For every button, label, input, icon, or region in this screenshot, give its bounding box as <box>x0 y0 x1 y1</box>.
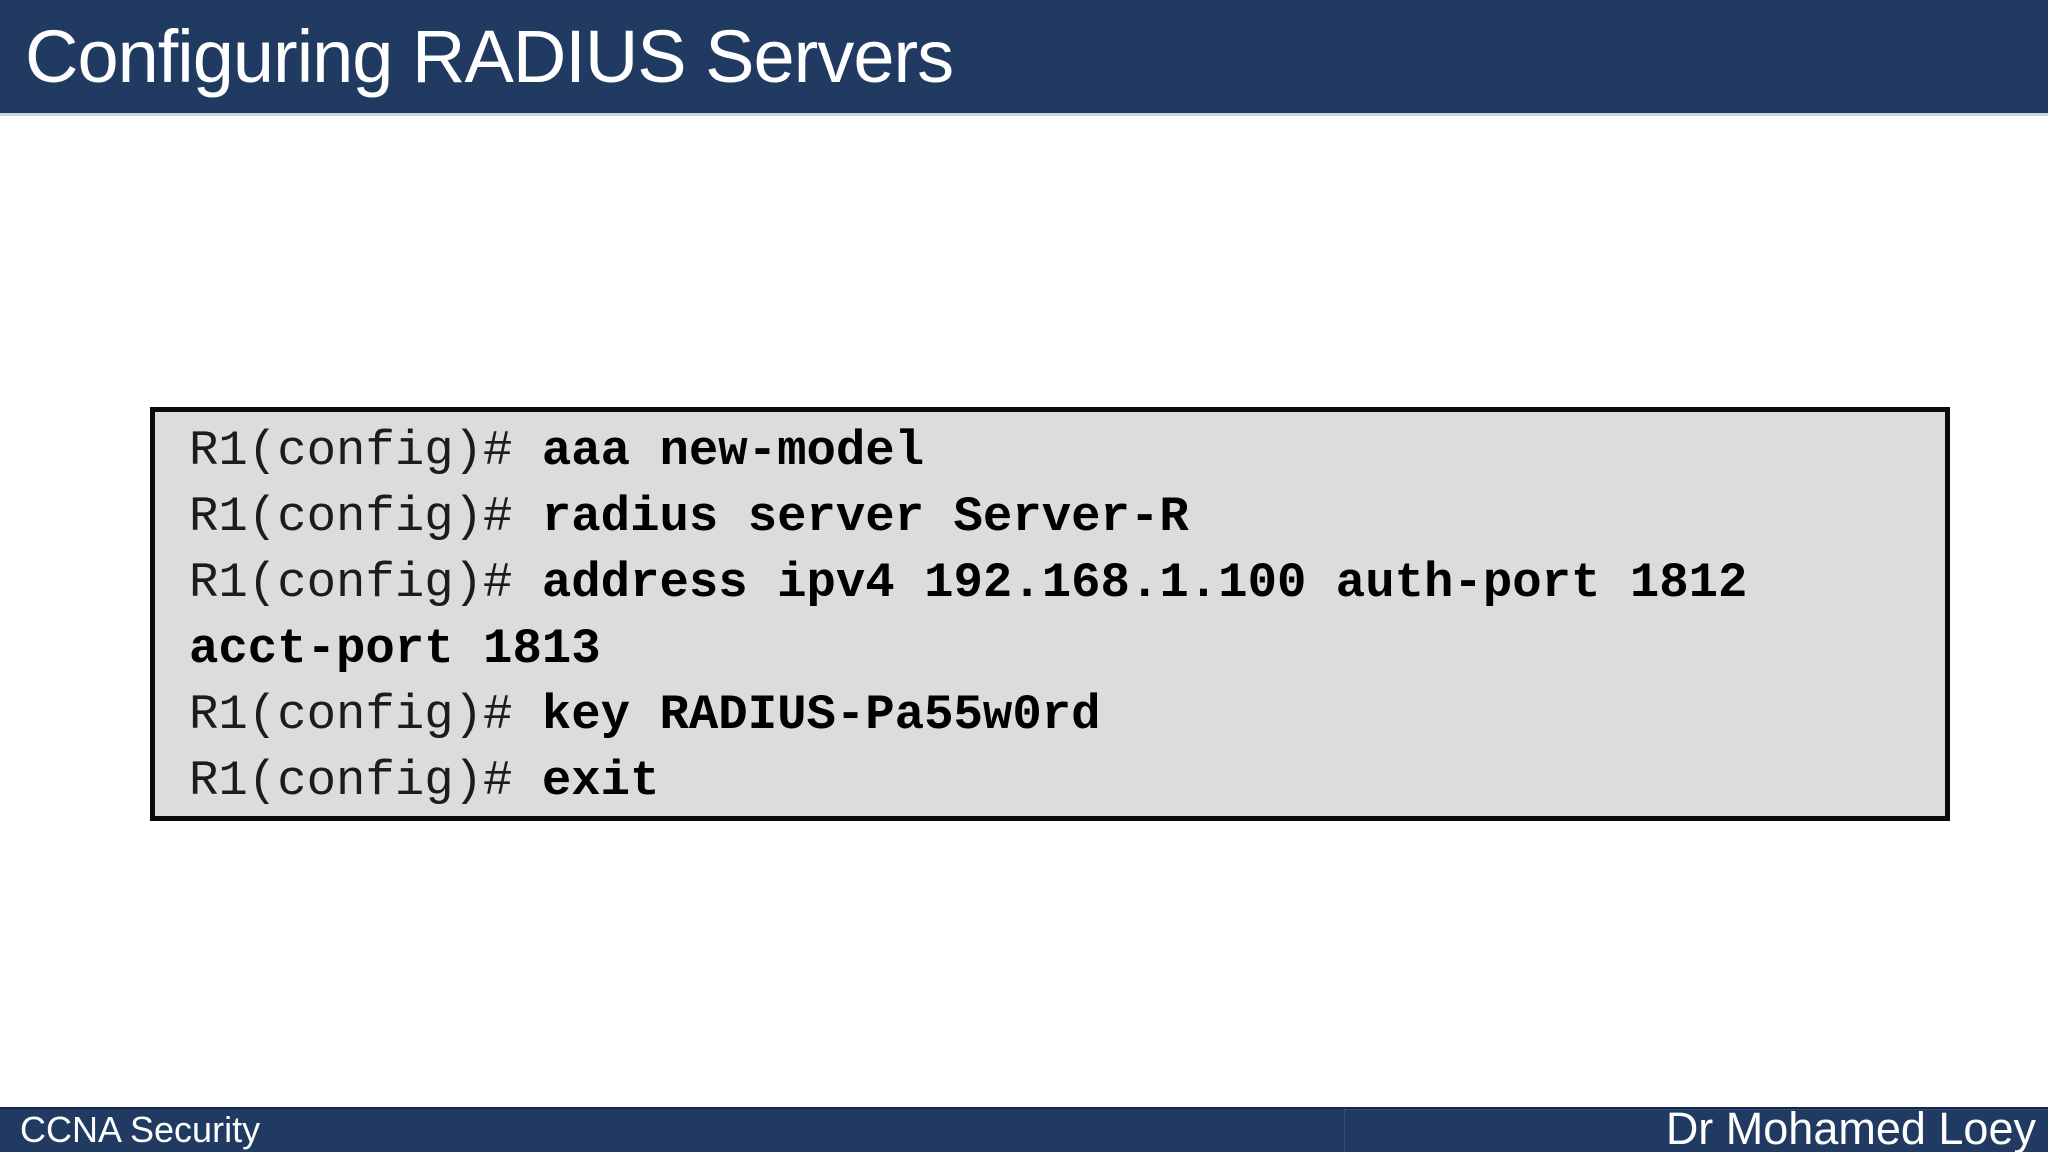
cli-command: exit <box>541 753 660 809</box>
cli-command: radius server Server-R <box>541 489 1189 545</box>
footer-author-box: Dr Mohamed Loey <box>1344 1103 2048 1154</box>
slide-title-bar: Configuring RADIUS Servers <box>0 0 2048 116</box>
footer-course-label: CCNA Security <box>20 1109 261 1151</box>
cli-prompt: R1(config)# <box>189 423 542 479</box>
cli-config-box: R1(config)# aaa new-model R1(config)# ra… <box>150 407 1950 821</box>
cli-line: R1(config)# exit <box>189 748 1935 814</box>
cli-command: key RADIUS-Pa55w0rd <box>541 687 1101 743</box>
cli-line: R1(config)# address ipv4 192.168.1.100 a… <box>189 550 1935 616</box>
cli-command: address ipv4 192.168.1.100 auth-port 181… <box>541 555 1748 611</box>
cli-command: acct-port 1813 <box>189 621 601 677</box>
cli-line-wrapped: acct-port 1813 <box>189 616 1935 682</box>
slide-title: Configuring RADIUS Servers <box>25 15 954 98</box>
cli-line: R1(config)# aaa new-model <box>189 418 1935 484</box>
cli-command: aaa new-model <box>541 423 925 479</box>
cli-prompt: R1(config)# <box>189 555 542 611</box>
slide-footer-bar: CCNA Security Dr Mohamed Loey <box>0 1103 2048 1154</box>
cli-prompt: R1(config)# <box>189 753 542 809</box>
footer-author-label: Dr Mohamed Loey <box>1665 1103 2036 1154</box>
cli-prompt: R1(config)# <box>189 489 542 545</box>
cli-line: R1(config)# radius server Server-R <box>189 484 1935 550</box>
cli-prompt: R1(config)# <box>189 687 542 743</box>
cli-line: R1(config)# key RADIUS-Pa55w0rd <box>189 682 1935 748</box>
